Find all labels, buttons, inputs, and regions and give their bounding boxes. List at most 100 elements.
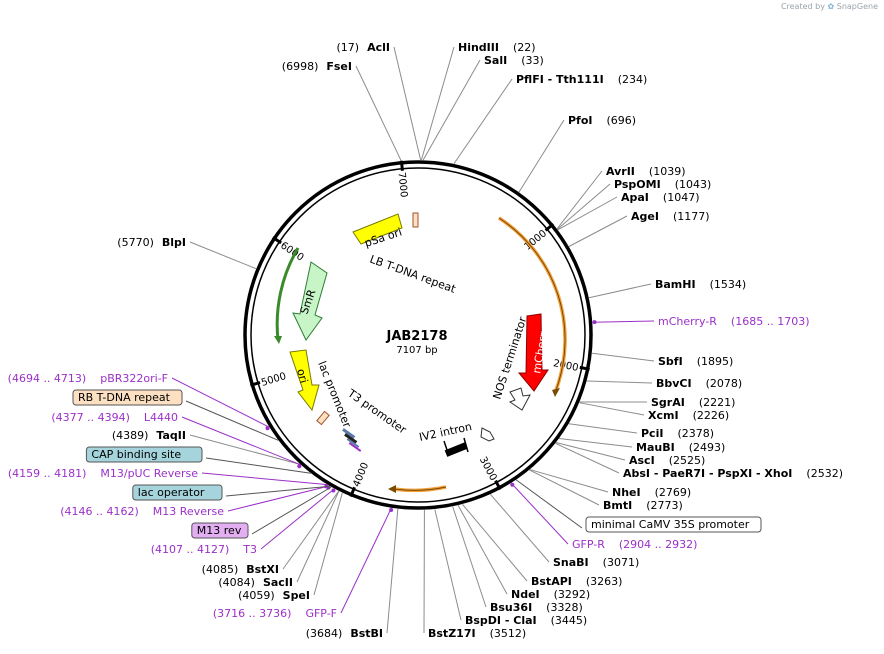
enzyme-name: SnaBI	[553, 556, 589, 569]
leader-line	[592, 320, 655, 323]
backbone-outer-circle	[243, 160, 593, 510]
primer-text: pBR322ori-F	[100, 372, 168, 385]
leader-line	[510, 482, 569, 545]
primer-mark	[592, 320, 597, 325]
enzyme-name: NdeI	[511, 588, 540, 601]
leader-line	[386, 508, 399, 634]
enzyme-position: (1047)	[663, 191, 700, 204]
primer-mark	[389, 507, 394, 512]
orf-arc-gfp-head	[388, 485, 396, 493]
feature-nos-terminator	[508, 387, 531, 411]
leader-line	[568, 215, 628, 247]
leader-line	[422, 59, 481, 161]
leader-line	[189, 241, 257, 270]
enzyme-name: AclI	[367, 41, 390, 54]
feature-box	[85, 446, 203, 463]
enzyme-name: SbfI	[658, 355, 683, 368]
enzyme-name: PflFI - Tth111I	[516, 73, 604, 86]
primer-label: GFP-R(2904 .. 2932)	[572, 538, 697, 551]
feature-box	[585, 516, 762, 533]
label-t3-promoter: T3 promoter	[344, 386, 409, 437]
enzyme-name: BstXI	[246, 563, 279, 576]
feature-camv35s-arrow	[480, 427, 495, 442]
leader-line	[515, 479, 583, 529]
enzyme-label: (4389)TaqII	[112, 429, 186, 442]
enzyme-name: BspDI - ClaI	[465, 614, 537, 627]
enzyme-name: Bsu36I	[490, 601, 532, 614]
leader-line	[555, 442, 620, 474]
enzyme-label: PflFI - Tth111I(234)	[516, 73, 647, 86]
enzyme-position: (2532)	[806, 467, 843, 480]
primer-mark	[510, 482, 515, 487]
enzyme-name: SacII	[263, 576, 293, 589]
enzyme-label: HindIII(22)	[458, 41, 536, 54]
enzyme-name: AbsI - PaeR7I - PspXI - XhoI	[623, 467, 792, 480]
enzyme-position: (2773)	[646, 499, 683, 512]
leader-line	[171, 377, 270, 428]
leader-line	[586, 380, 653, 384]
leader-line	[251, 486, 332, 535]
enzyme-name: PfoI	[568, 114, 593, 127]
enzyme-name: PspOMI	[614, 178, 661, 191]
leader-line	[296, 490, 340, 583]
primer-label: (4694 .. 4713)pBR322ori-F	[8, 372, 168, 385]
enzyme-label: ApaI(1047)	[621, 191, 699, 204]
leader-line	[568, 423, 638, 434]
enzyme-position: (3445)	[551, 614, 588, 627]
primer-mark	[331, 488, 336, 493]
enzyme-position: (17)	[337, 41, 360, 54]
credit-brand: SnapGene	[836, 2, 878, 11]
primer-mark	[265, 426, 270, 431]
leader-line	[355, 65, 402, 162]
leader-line	[313, 492, 343, 596]
enzyme-label: AbsI - PaeR7I - PspXI - XhoI (2532)	[623, 467, 843, 480]
primer-text: (4377 .. 4394)	[51, 411, 130, 424]
leader-line	[529, 469, 600, 506]
leader-line	[340, 507, 392, 614]
leader-line	[559, 438, 633, 448]
plasmid-backbone	[243, 160, 593, 510]
feature-box-label: CAP binding site	[91, 448, 181, 461]
enzyme-label: AvrII(1039)	[606, 165, 685, 178]
feature-box-label: minimal CaMV 35S promoter	[591, 518, 750, 531]
enzyme-label: SgrAI(2221)	[651, 396, 735, 409]
enzyme-position: (6998)	[282, 60, 319, 73]
enzyme-name: SalI	[484, 54, 507, 67]
enzyme-label: (4085)BstXI	[202, 563, 279, 576]
leader-line	[462, 503, 528, 582]
enzyme-name: AvrII	[606, 165, 635, 178]
primer-text: GFP-F	[305, 607, 337, 620]
enzyme-position: (3292)	[554, 588, 591, 601]
enzyme-label: (6998)FseI	[282, 60, 352, 73]
enzyme-name: BmtI	[603, 499, 632, 512]
primer-text: M13 Reverse	[153, 505, 224, 518]
tick-mark	[249, 381, 261, 387]
primer-text: (2904 .. 2932)	[619, 538, 698, 551]
primer-text: (3716 .. 3736)	[213, 607, 292, 620]
leader-line	[557, 196, 618, 231]
enzyme-position: (3328)	[546, 601, 583, 614]
enzyme-label: AscI(2525)	[629, 454, 705, 467]
enzyme-position: (3684)	[306, 627, 343, 640]
leader-line	[588, 283, 652, 299]
label-nos-terminator: NOS terminator	[490, 315, 529, 401]
enzyme-label: BstAPI(3263)	[531, 575, 622, 588]
enzyme-position: (2226)	[693, 409, 730, 422]
label-leader-lines	[171, 46, 655, 634]
leader-line	[185, 400, 279, 441]
enzyme-label: NheI(2769)	[612, 486, 691, 499]
enzyme-position: (1895)	[697, 355, 734, 368]
leader-line	[282, 490, 340, 570]
enzyme-name: BbvCI	[656, 377, 692, 390]
enzyme-name: TaqII	[156, 429, 186, 442]
tick-label: 2000	[552, 358, 579, 374]
feature-box	[132, 484, 223, 501]
enzyme-name: HindIII	[458, 41, 499, 54]
primer-text: (4159 .. 4181)	[8, 467, 87, 480]
leader-line	[452, 506, 487, 608]
enzyme-name: BstBI	[350, 627, 383, 640]
primer-label: mCherry-R(1685 .. 1703)	[658, 315, 809, 328]
tick-label: 3000	[477, 455, 499, 483]
